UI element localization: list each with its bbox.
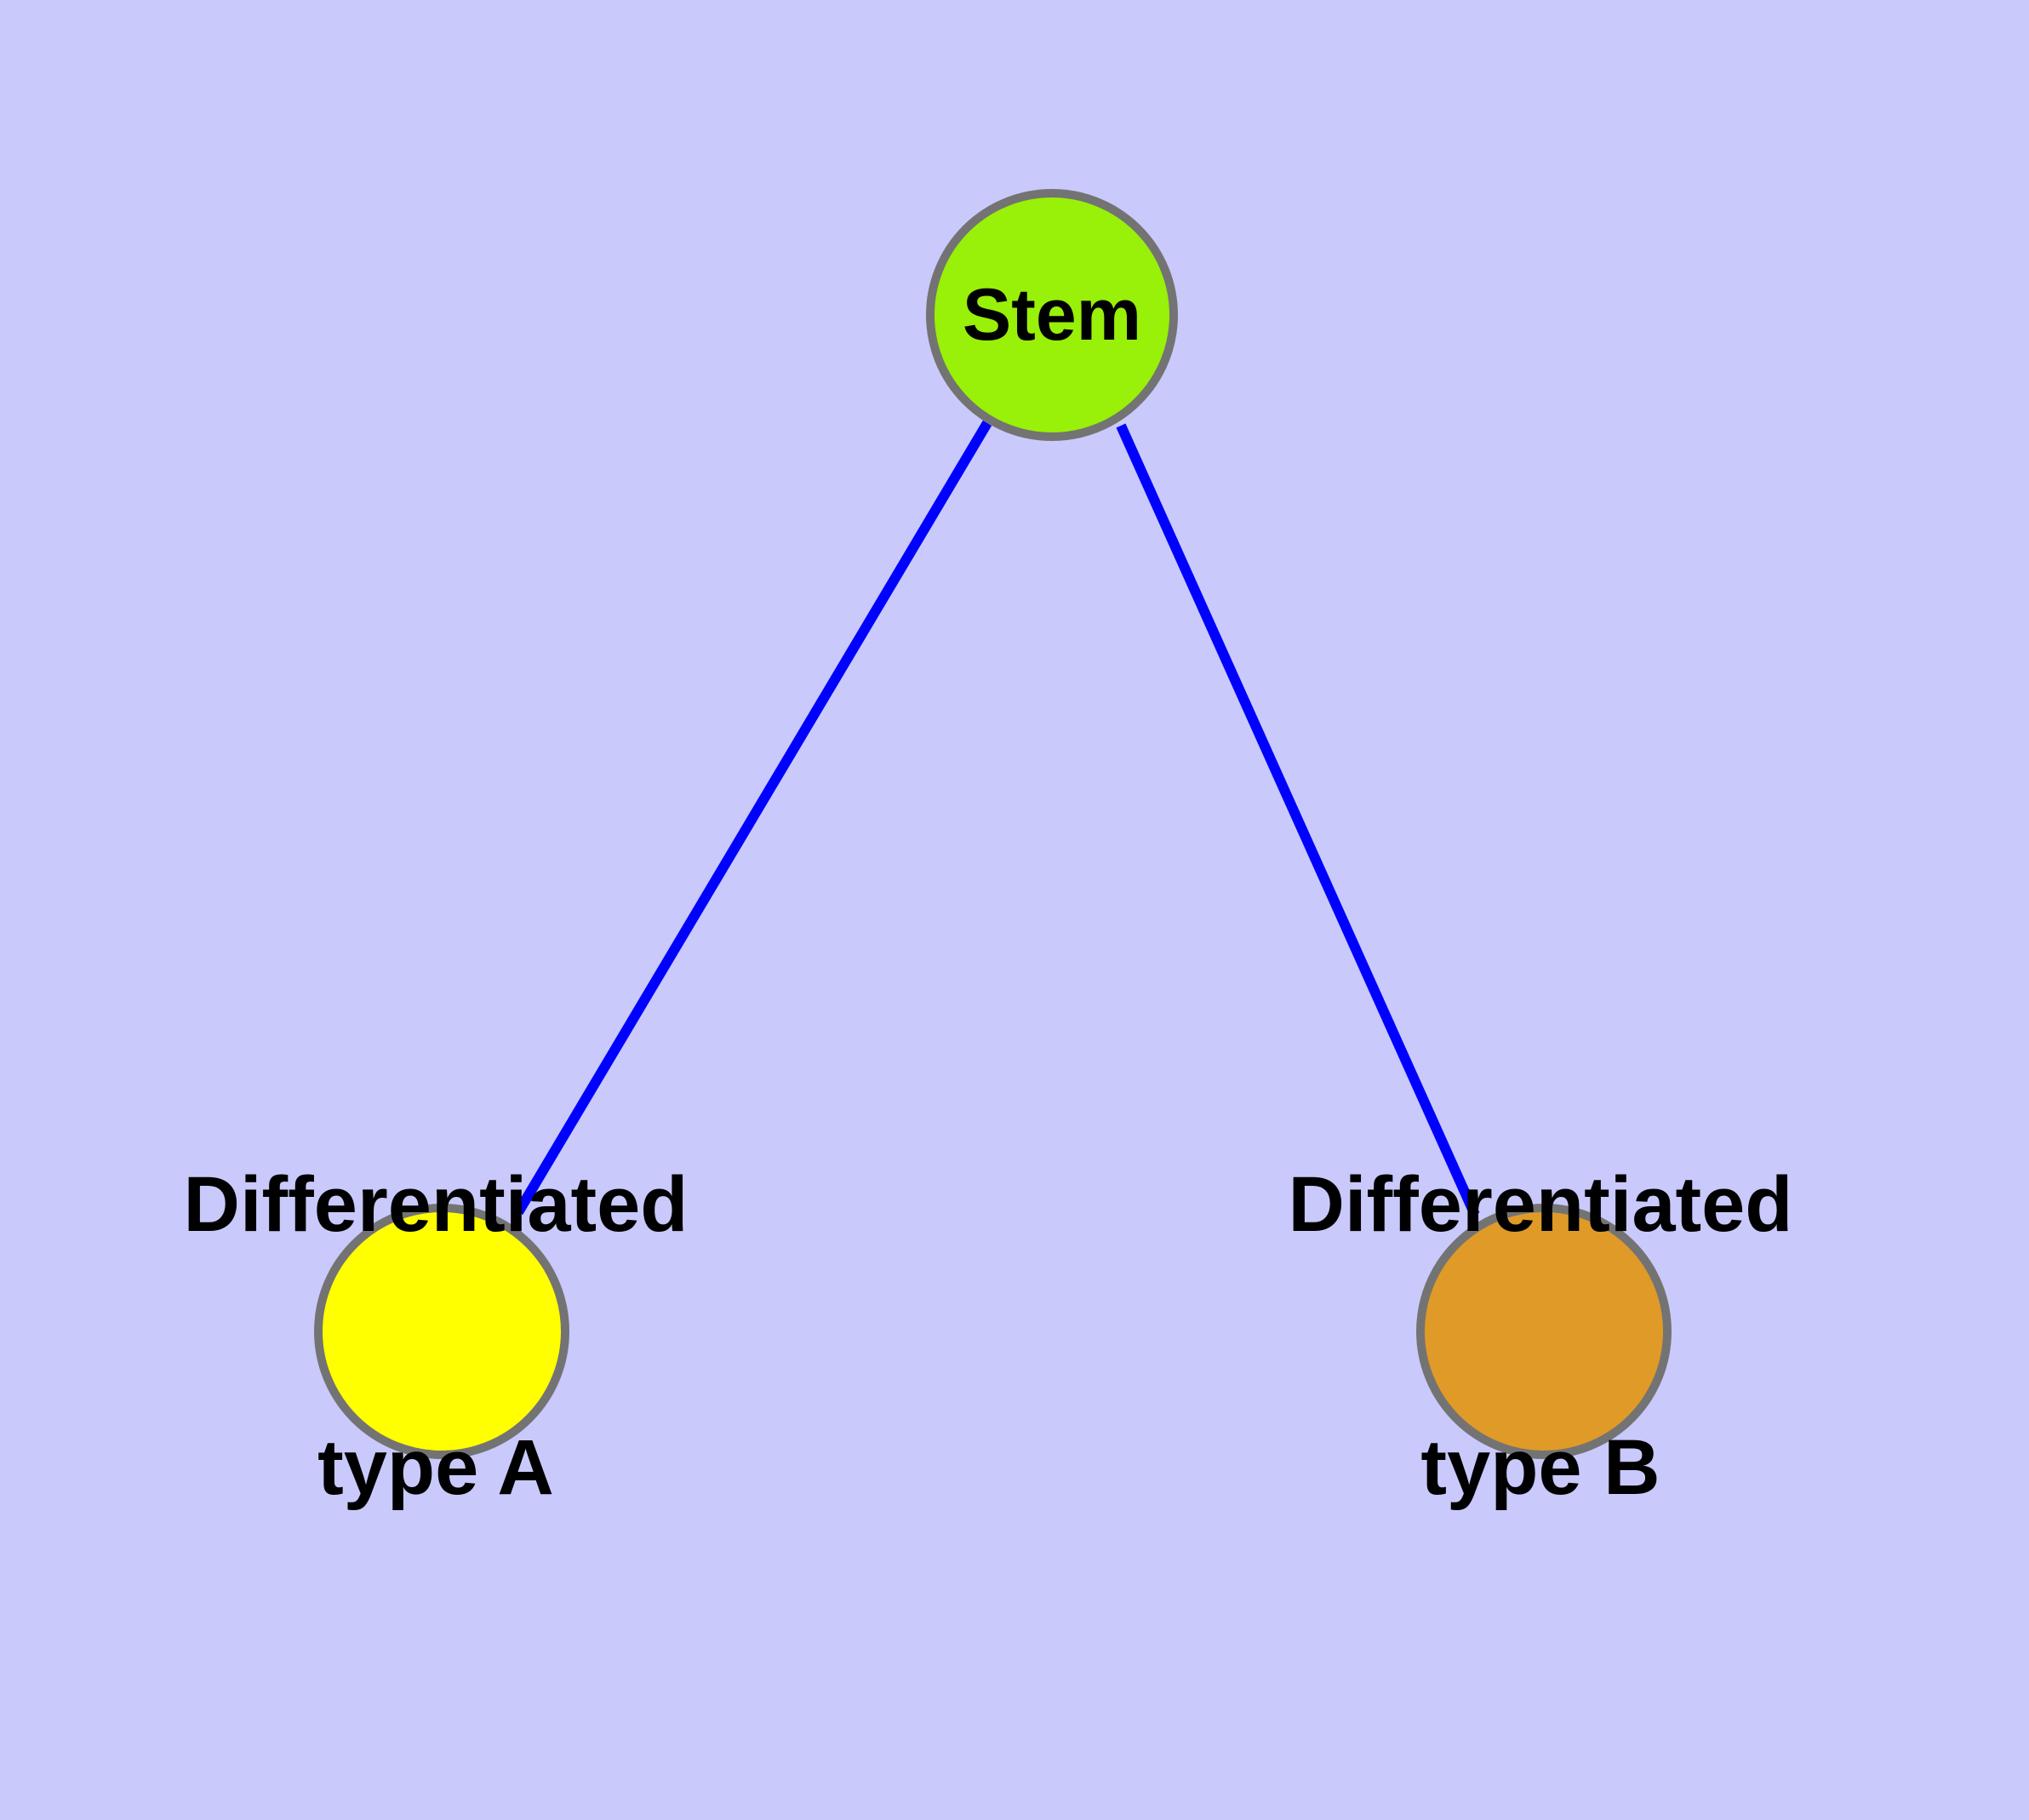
node-circle-stem[interactable] <box>926 189 1178 441</box>
node-circle-differentiated-type-b[interactable] <box>1416 1204 1672 1459</box>
edge-stem-to-type-a[interactable] <box>513 420 992 1216</box>
node-circle-differentiated-type-a[interactable] <box>314 1204 569 1459</box>
node-layer <box>314 189 1672 1459</box>
edge-layer <box>513 420 1480 1217</box>
edge-stem-to-type-b[interactable] <box>1116 423 1480 1217</box>
